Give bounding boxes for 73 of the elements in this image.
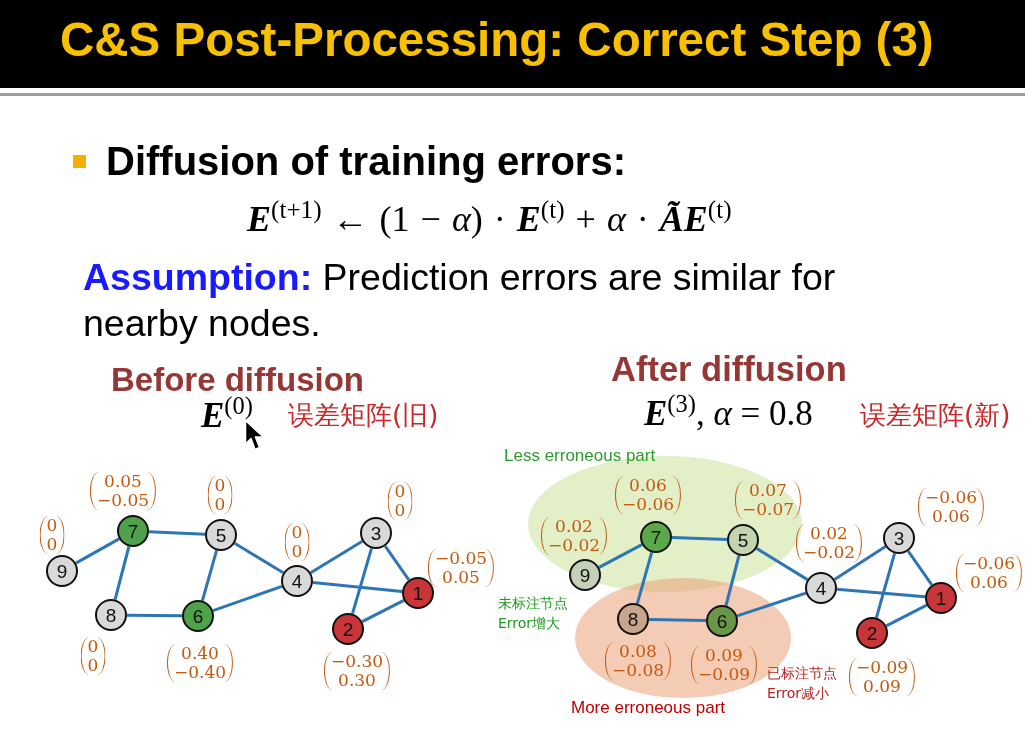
graph-edge xyxy=(148,530,206,536)
graph-node: 5 xyxy=(727,524,759,556)
graph-edge xyxy=(233,542,285,574)
matrix-symbol: E$^{(0)}$ xyxy=(201,396,253,436)
graph-node: 7 xyxy=(117,515,149,547)
graph-edge xyxy=(833,545,887,581)
error-vector: −0.06 0.06 xyxy=(955,554,1023,592)
error-vector: 0.07 −0.07 xyxy=(734,481,802,519)
formula: E$^{(t+1)}$ ← (1 − α) · E$^{(t)}$ + α · ÃE$^{(t)}$ xyxy=(247,198,732,240)
error-vector: 0 0 xyxy=(207,476,233,514)
error-vector: 0 0 xyxy=(387,482,413,520)
graph-edge xyxy=(351,547,373,615)
graph-node: 2 xyxy=(332,613,364,645)
graph-node: 4 xyxy=(281,565,313,597)
graph-edge xyxy=(671,536,728,541)
graph-edge xyxy=(383,545,411,581)
graph-node: 3 xyxy=(883,522,915,554)
graph-edge xyxy=(127,613,182,618)
error-vector: 0.06 −0.06 xyxy=(614,476,682,514)
error-vector: 0.09 −0.09 xyxy=(690,646,758,684)
graph-edge xyxy=(598,543,643,569)
region-label: More erroneous part xyxy=(571,698,726,718)
error-vector: 0.05 −0.05 xyxy=(89,472,157,510)
graph-edge xyxy=(309,540,364,574)
graph-edge xyxy=(836,587,926,599)
error-vector: −0.09 0.09 xyxy=(848,658,916,696)
graph-edge xyxy=(755,547,809,581)
graph-node: 7 xyxy=(640,521,672,553)
error-vector: 0.08 −0.08 xyxy=(604,642,672,680)
error-vector: 0 0 xyxy=(39,516,65,554)
error-vector: −0.30 0.30 xyxy=(323,652,391,690)
handwritten-note: 未标注节点 Error增大 xyxy=(498,594,569,633)
graph-edge xyxy=(75,537,120,565)
graph-node: 9 xyxy=(46,555,78,587)
formula: E$^{(3)}$, α = 0.8 xyxy=(644,394,813,434)
graph-edge xyxy=(212,584,283,613)
graph-node: 4 xyxy=(805,572,837,604)
slide-title: C&S Post-Processing: Correct Step (3) xyxy=(60,12,934,68)
graph-node: 1 xyxy=(925,582,957,614)
error-vector: 0 0 xyxy=(284,523,310,561)
error-vector: 0 0 xyxy=(80,637,106,675)
graph-node: 6 xyxy=(706,605,738,637)
graph-node: 6 xyxy=(182,600,214,632)
graph-edge xyxy=(635,552,654,604)
handwritten-note: 误差矩阵(新) xyxy=(860,399,1011,432)
graph-edge xyxy=(648,617,707,623)
assumption-text: Assumption: Prediction errors are similar for nearby nodes. xyxy=(83,255,837,346)
graph-edge xyxy=(885,603,928,628)
graph-node: 2 xyxy=(856,617,888,649)
error-vector: 0.02 −0.02 xyxy=(795,524,863,562)
graph-node: 9 xyxy=(569,559,601,591)
graph-node: 3 xyxy=(360,517,392,549)
handwritten-note: 误差矩阵(旧) xyxy=(288,399,439,432)
handwritten-note: 已标注节点 Error减小 xyxy=(767,664,838,703)
graph-edge xyxy=(874,553,897,618)
graph-node: 1 xyxy=(402,577,434,609)
graph-edge xyxy=(736,591,807,618)
error-vector: −0.05 0.05 xyxy=(427,549,495,587)
graph-edge xyxy=(200,550,219,601)
graph-edge xyxy=(312,581,403,593)
section-heading: After diffusion xyxy=(611,349,847,389)
error-vector: −0.06 0.06 xyxy=(917,488,985,526)
graph-node: 8 xyxy=(95,599,127,631)
error-vector: 0.40 −0.40 xyxy=(166,644,234,682)
graph-node: 5 xyxy=(205,519,237,551)
region-label: Less erroneous part xyxy=(504,446,656,466)
graph-edge xyxy=(724,555,741,606)
bullet-heading: Diffusion of training errors: xyxy=(106,138,626,184)
graph-edge xyxy=(113,546,131,600)
graph-edge xyxy=(361,598,405,624)
graph-edge xyxy=(906,550,934,586)
graph-node: 8 xyxy=(617,603,649,635)
error-vector: 0.02 −0.02 xyxy=(540,517,608,555)
